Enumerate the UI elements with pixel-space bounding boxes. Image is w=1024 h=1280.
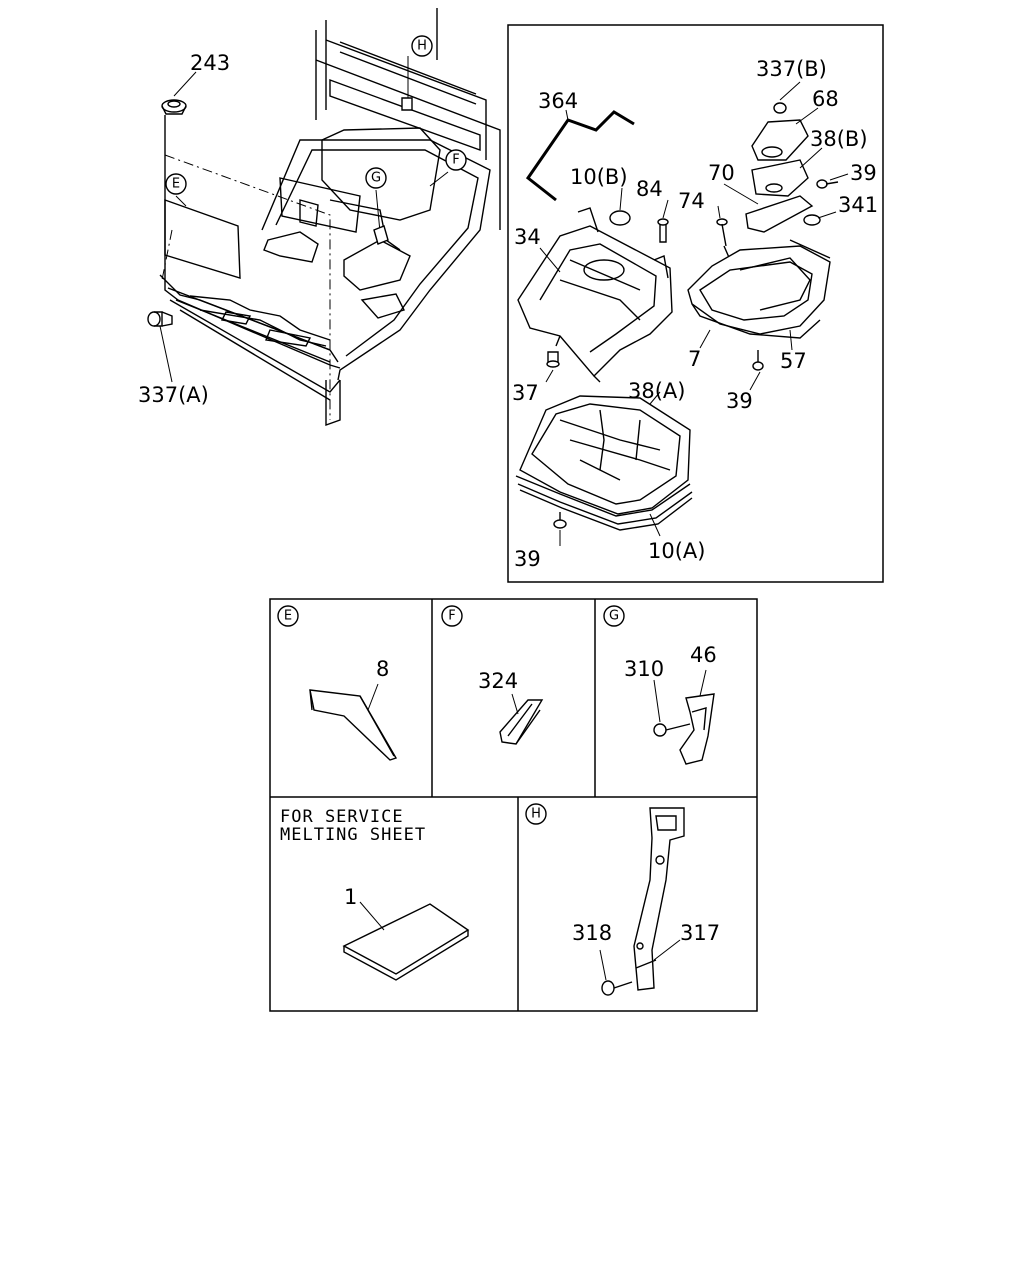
label-70: 70 <box>708 161 735 185</box>
detail-h: H 318 317 <box>525 803 720 996</box>
label-310: 310 <box>624 657 664 681</box>
seat-assembly-parts <box>515 81 849 546</box>
label-341: 341 <box>838 193 878 217</box>
detail-melting-sheet: FOR SERVICE MELTING SHEET 1 <box>280 807 470 981</box>
detail-f: F 324 <box>441 605 544 745</box>
label-337b: 337(B) <box>756 57 827 81</box>
label-10a: 10(A) <box>648 539 705 563</box>
callout-h-main: H <box>411 35 433 57</box>
label-68: 68 <box>812 87 839 111</box>
callout-f-main: F <box>445 149 467 171</box>
detail-grid <box>269 598 758 1012</box>
label-39-mid: 39 <box>726 389 753 413</box>
vehicle-floor-view <box>147 8 501 426</box>
label-324: 324 <box>478 669 518 693</box>
svg-text:E: E <box>284 609 292 624</box>
label-37: 37 <box>512 381 539 405</box>
svg-text:H: H <box>417 39 427 54</box>
label-318: 318 <box>572 921 612 945</box>
service-note-line1: FOR SERVICE <box>280 807 404 827</box>
label-39-top: 39 <box>850 161 877 185</box>
detail-e: E 8 <box>277 605 398 761</box>
label-8: 8 <box>376 657 389 681</box>
svg-text:H: H <box>531 807 541 822</box>
label-7: 7 <box>688 347 701 371</box>
svg-text:F: F <box>452 153 459 168</box>
service-note-line2: MELTING SHEET <box>280 825 426 845</box>
callout-g-main: G <box>365 167 387 189</box>
label-84: 84 <box>636 177 663 201</box>
svg-text:G: G <box>609 609 619 624</box>
svg-text:F: F <box>448 609 455 624</box>
label-10b: 10(B) <box>570 165 628 189</box>
label-38a: 38(A) <box>628 379 685 403</box>
label-34: 34 <box>514 225 541 249</box>
label-57: 57 <box>780 349 807 373</box>
label-243: 243 <box>190 51 230 75</box>
label-39-bot: 39 <box>514 547 541 571</box>
label-38b: 38(B) <box>810 127 868 151</box>
label-46: 46 <box>690 643 717 667</box>
svg-text:E: E <box>172 177 180 192</box>
svg-text:G: G <box>371 171 381 186</box>
callout-e-main: E <box>165 173 187 195</box>
label-364: 364 <box>538 89 578 113</box>
label-74: 74 <box>678 189 705 213</box>
detail-g: G 310 46 <box>603 605 717 765</box>
seat-assembly-panel <box>507 24 884 583</box>
label-337a: 337(A) <box>138 383 209 407</box>
label-317: 317 <box>680 921 720 945</box>
label-1: 1 <box>344 885 357 909</box>
